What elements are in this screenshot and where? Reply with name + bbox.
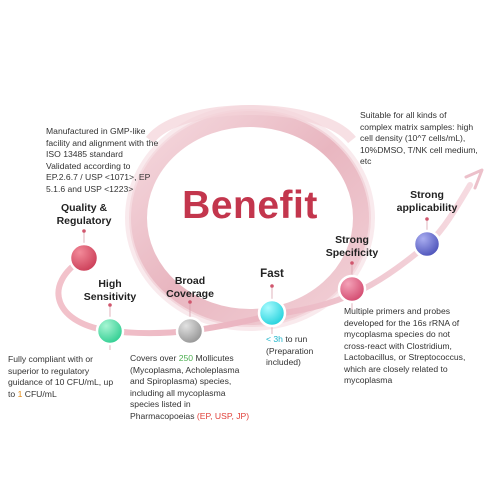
- highlight-pharmacopoeias: (EP, USP, JP): [196, 410, 250, 421]
- desc-quality-line: EP.2.6.7 / USP <1071>, EP: [46, 172, 151, 182]
- node-specificity: [337, 274, 367, 304]
- heading-fast: Fast: [232, 268, 312, 281]
- diagram-title: Benefit: [182, 184, 318, 227]
- desc-quality-line: Validated according to: [46, 160, 131, 171]
- desc-applicability-line: etc: [360, 156, 372, 166]
- connectors: [83, 220, 428, 350]
- heading-coverage: Broad Coverage: [140, 275, 240, 300]
- desc-sensitivity: Fully compliant with or superior to regu…: [8, 354, 136, 400]
- heading-specificity: Strong Specificity: [302, 234, 402, 259]
- desc-text: Mollicutes: [193, 353, 234, 363]
- heading-sensitivity: High Sensitivity: [60, 278, 160, 303]
- desc-applicability-line: Suitable for all kinds of: [360, 110, 447, 120]
- desc-specificity-line: Multiple primers and probes: [344, 306, 451, 316]
- desc-applicability: Suitable for all kinds of complex matrix…: [360, 110, 498, 168]
- desc-coverage-line: including all mycoplasma: [130, 387, 226, 398]
- heading-applicability-line-2: applicability: [396, 201, 458, 214]
- desc-specificity-line: Lactobacillus, or Streptococcus,: [344, 352, 466, 362]
- desc-specificity: Multiple primers and probes developed fo…: [344, 306, 496, 387]
- heading-quality-line-2: Regulatory: [56, 214, 112, 227]
- desc-fast: < 3h to run (Preparation included): [266, 334, 346, 369]
- heading-quality-line-1: Quality &: [60, 202, 108, 214]
- desc-coverage-line: Covers over 250 Mollicutes: [130, 353, 280, 365]
- desc-specificity-line: mycoplasma species do not: [344, 329, 451, 339]
- desc-coverage: Covers over 250 Mollicutes (Mycoplasma, …: [130, 353, 280, 422]
- highlight-time: < 3h: [266, 334, 283, 344]
- desc-sensitivity-line: Fully compliant with or: [8, 354, 94, 364]
- heading-sensitivity-line-2: Sensitivity: [83, 290, 137, 303]
- heading-coverage-line-1: Broad: [174, 275, 206, 287]
- desc-specificity-line: mycoplasma: [344, 375, 393, 385]
- node-applicability: [412, 229, 442, 259]
- desc-text: CFU/mL: [22, 388, 57, 399]
- desc-quality-line: ISO 13485 standard: [46, 149, 123, 159]
- desc-specificity-line: cross-react with Clostridium,: [344, 340, 452, 351]
- desc-coverage-line: species listed in: [130, 399, 191, 409]
- desc-applicability-line: complex matrix samples: high: [360, 121, 474, 132]
- desc-text: Covers over: [130, 353, 179, 363]
- node-sensitivity: [95, 316, 125, 346]
- desc-quality-line: 5.1.6 and USP <1223>: [46, 183, 134, 194]
- desc-quality-line: Manufactured in GMP-like: [46, 126, 146, 136]
- node-fast: [257, 298, 287, 328]
- heading-quality: Quality & Regulatory: [34, 202, 134, 227]
- heading-coverage-line-2: Coverage: [166, 287, 214, 300]
- desc-applicability-line: cell density (10^7 cells/mL),: [360, 133, 466, 143]
- desc-text: to: [8, 388, 18, 399]
- desc-fast-line: (Preparation: [266, 345, 314, 356]
- desc-sensitivity-line: guidance of 10 CFU/mL, up: [8, 377, 114, 387]
- desc-sensitivity-line: to 1 CFU/mL: [8, 389, 136, 401]
- desc-fast-line: < 3h to run: [266, 334, 346, 346]
- desc-sensitivity-line: superior to regulatory: [8, 365, 90, 376]
- desc-text: Pharmacopoeias: [130, 410, 197, 421]
- desc-applicability-line: 10%DMSO, T/NK cell medium,: [360, 144, 478, 155]
- desc-coverage-line: Pharmacopoeias (EP, USP, JP): [130, 411, 280, 423]
- desc-specificity-line: developed for the 16s rRNA of: [344, 317, 460, 328]
- heading-specificity-line-2: Specificity: [325, 246, 379, 259]
- node-coverage: [175, 316, 205, 346]
- heading-applicability-line-1: Strong: [410, 189, 444, 201]
- desc-text: to run: [282, 334, 308, 344]
- highlight-number: 1: [17, 388, 23, 399]
- desc-quality-line: facility and alignment with the: [46, 137, 159, 148]
- desc-coverage-line: (Mycoplasma, Acholeplasma: [130, 364, 240, 375]
- desc-coverage-line: and Spiroplasma) species,: [130, 376, 232, 386]
- heading-applicability: Strong applicability: [377, 189, 477, 214]
- heading-sensitivity-line-1: High: [98, 278, 122, 290]
- connector-dots: [82, 217, 429, 307]
- heading-specificity-line-1: Strong: [335, 234, 369, 246]
- desc-quality: Manufactured in GMP-like facility and al…: [46, 126, 216, 195]
- desc-fast-line: included): [266, 357, 301, 367]
- heading-fast-line-1: Fast: [260, 268, 284, 280]
- desc-specificity-line: which are closely related to: [344, 363, 448, 374]
- node-quality: [68, 242, 100, 274]
- highlight-number: 250: [178, 353, 194, 363]
